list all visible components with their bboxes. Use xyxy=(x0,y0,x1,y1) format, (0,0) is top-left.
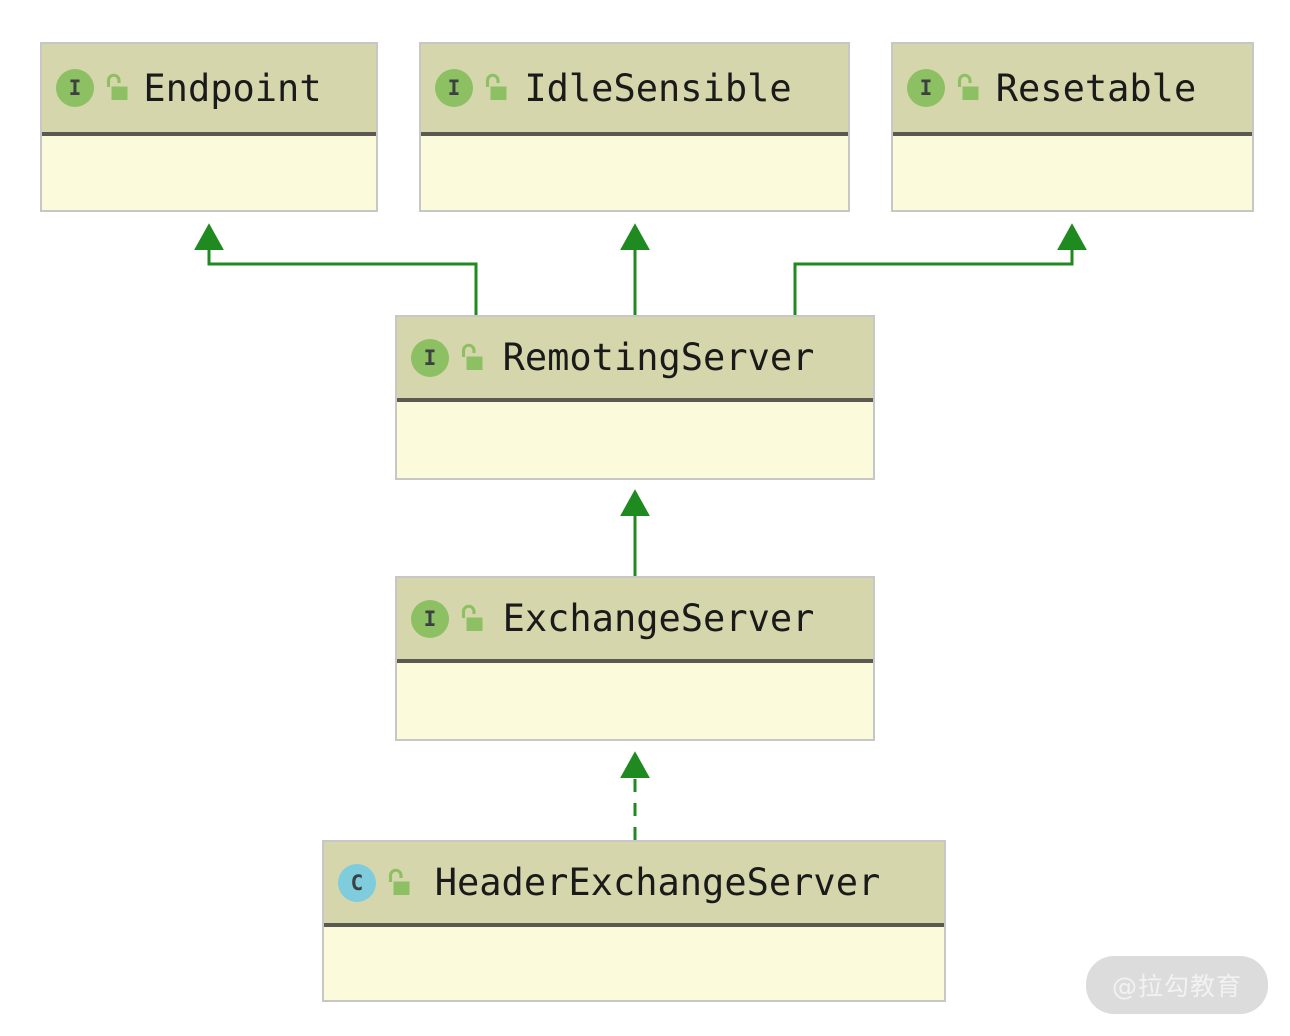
unlock-icon xyxy=(485,73,507,100)
uml-node-title: IdleSensible xyxy=(524,66,792,110)
uml-node-title: ExchangeServer xyxy=(502,597,815,640)
uml-node-title: Resetable xyxy=(995,66,1197,110)
uml-node-members xyxy=(42,136,376,210)
uml-node-header: C HeaderExchangeServer xyxy=(324,842,944,927)
uml-node-title: HeaderExchangeServer xyxy=(434,861,881,904)
edge-remotingserver-resetable xyxy=(793,223,1087,315)
uml-node-remotingserver[interactable]: I RemotingServer xyxy=(395,315,875,480)
watermark-badge: @拉勾教育 xyxy=(1085,956,1268,1014)
uml-node-header: I Resetable xyxy=(893,44,1252,136)
uml-node-members xyxy=(397,402,873,478)
uml-node-title: Endpoint xyxy=(143,66,322,110)
uml-node-exchangeserver[interactable]: I ExchangeServer xyxy=(395,576,875,741)
uml-node-header: I RemotingServer xyxy=(397,317,873,402)
interface-badge-icon: I xyxy=(435,69,473,107)
uml-node-endpoint[interactable]: I Endpoint xyxy=(40,42,378,212)
uml-node-idlesensible[interactable]: I IdleSensible xyxy=(419,42,850,212)
interface-badge-icon: I xyxy=(56,69,94,107)
uml-node-members xyxy=(421,136,848,210)
uml-node-title: RemotingServer xyxy=(502,336,815,379)
uml-node-members xyxy=(324,927,944,1000)
edge-remotingserver-endpoint xyxy=(194,223,478,315)
unlock-icon xyxy=(461,604,483,631)
uml-node-resetable[interactable]: I Resetable xyxy=(891,42,1254,212)
class-badge-icon: C xyxy=(338,863,376,902)
uml-node-header: I ExchangeServer xyxy=(397,578,873,663)
unlock-icon xyxy=(461,343,483,370)
interface-badge-icon: I xyxy=(411,599,449,638)
interface-badge-icon: I xyxy=(907,69,945,107)
uml-node-header: I IdleSensible xyxy=(421,44,848,136)
unlock-icon xyxy=(388,868,410,895)
unlock-icon xyxy=(106,73,128,100)
uml-node-members xyxy=(893,136,1252,210)
unlock-icon xyxy=(957,73,979,100)
uml-node-header: I Endpoint xyxy=(42,44,376,136)
uml-node-headerexchangeserver[interactable]: C HeaderExchangeServer xyxy=(322,840,946,1002)
uml-node-members xyxy=(397,663,873,739)
interface-badge-icon: I xyxy=(411,338,449,377)
